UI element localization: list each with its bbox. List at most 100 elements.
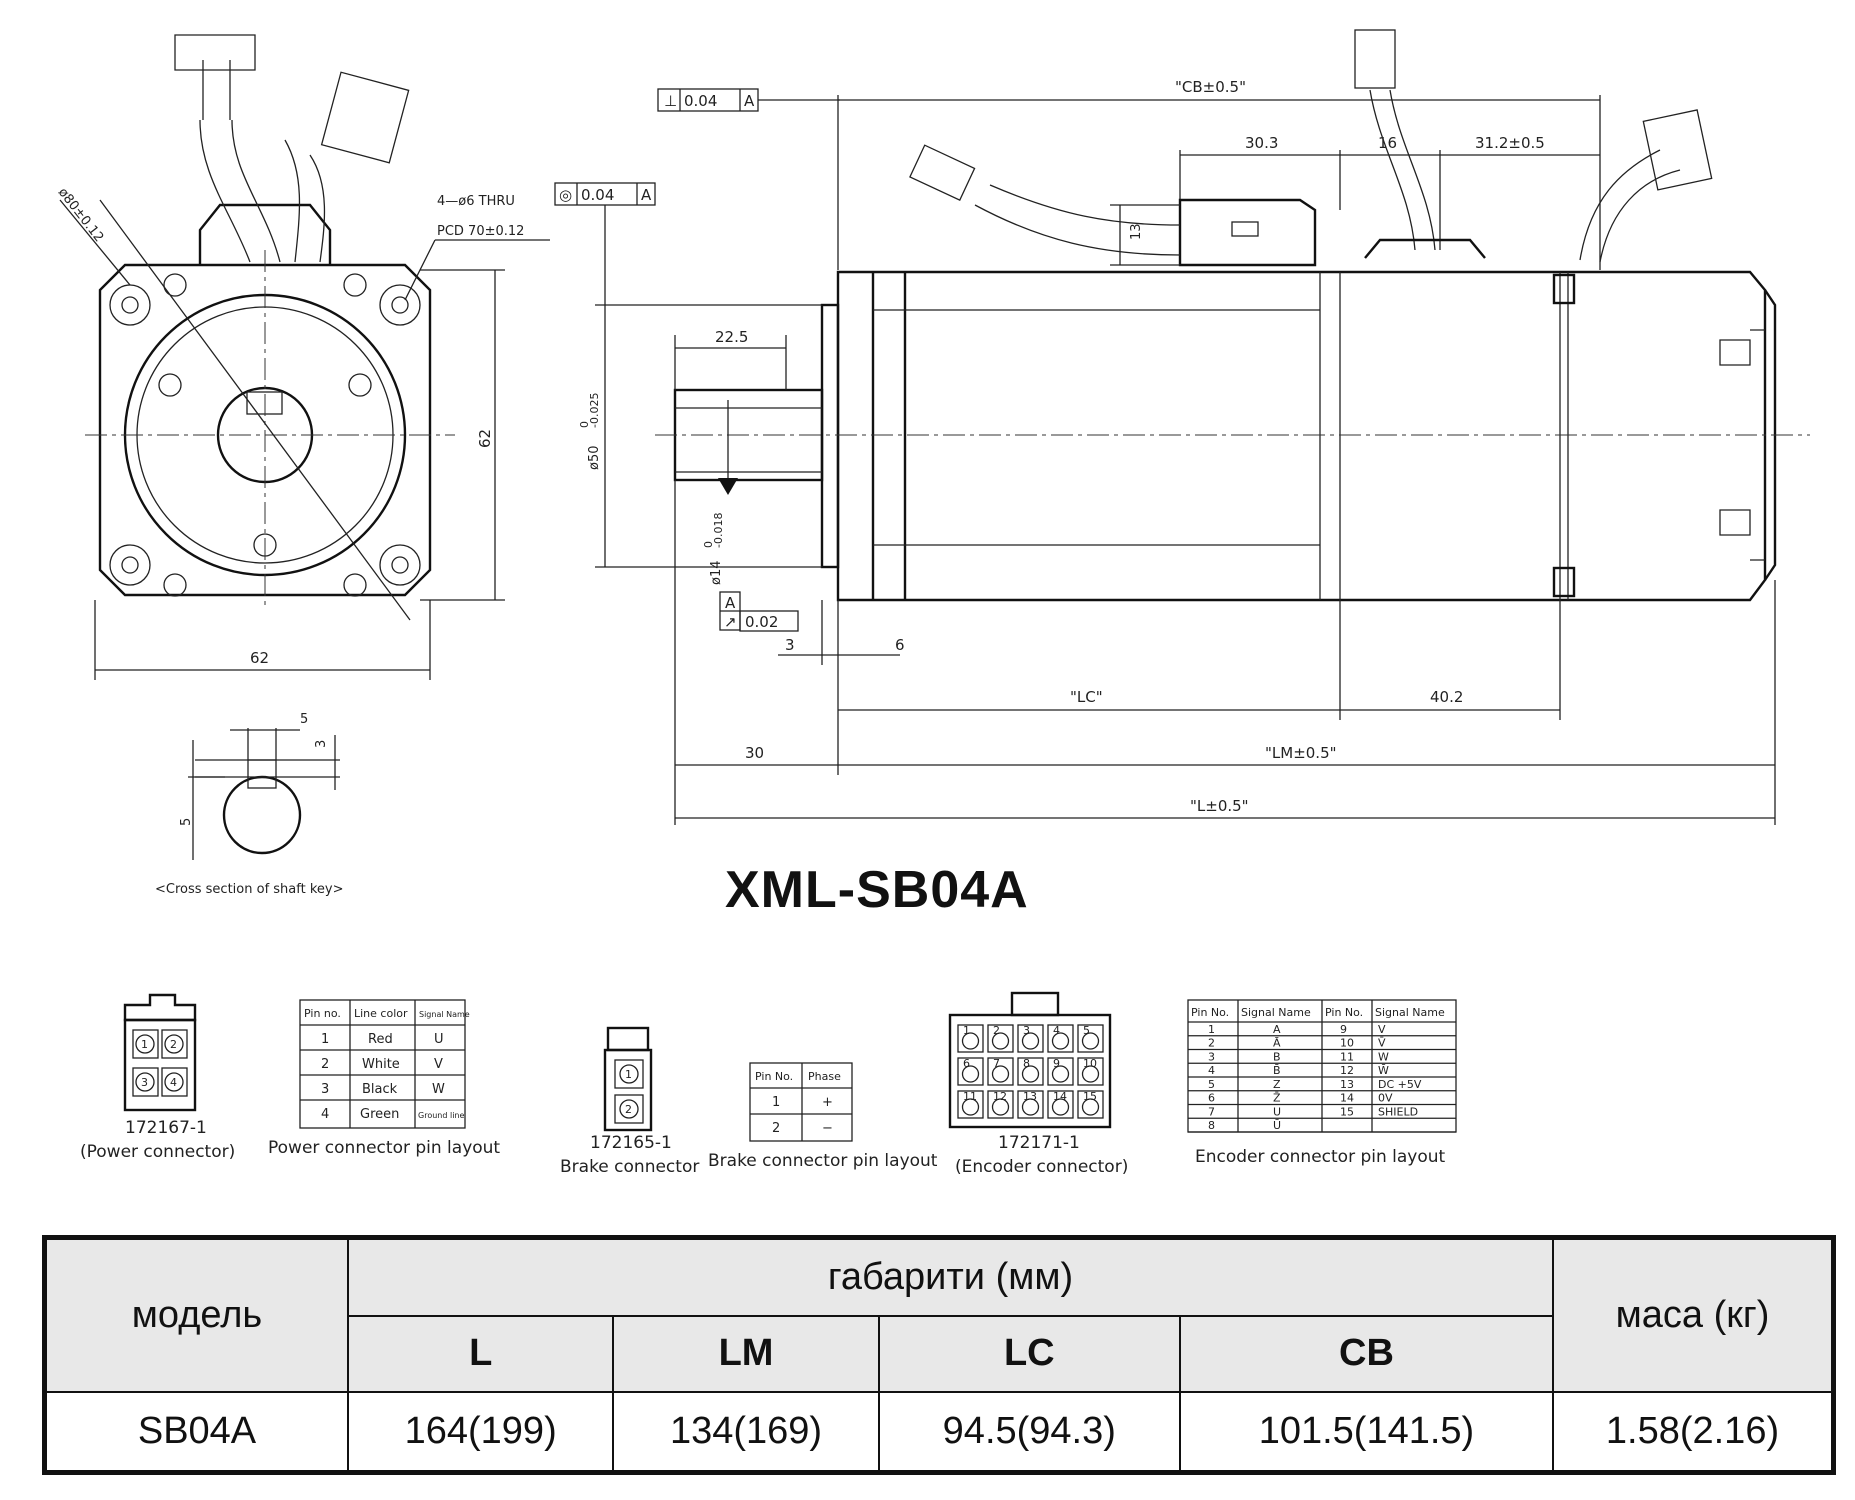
perp-tol-value: 0.04 <box>684 92 717 110</box>
encoder-table-cell: 0V <box>1378 1092 1393 1105</box>
encoder-table-cell: 8 <box>1208 1119 1215 1132</box>
dim-30-3: 30.3 <box>1245 134 1278 152</box>
encoder-pin-number: 14 <box>1053 1090 1067 1103</box>
shaft-tol-upper: 0 <box>702 541 715 548</box>
encoder-table-cell: Ā <box>1273 1037 1281 1050</box>
encoder-pin-hole <box>991 1065 1010 1083</box>
spec-col-l: L <box>346 1314 615 1393</box>
encoder-pin-number: 7 <box>993 1057 1000 1070</box>
encoder-table-cell: 2 <box>1208 1037 1215 1050</box>
brake-part-no: 172165-1 <box>590 1133 672 1153</box>
encoder-pin-cell <box>957 1090 984 1119</box>
spec-col-lm: LM <box>612 1314 880 1393</box>
encoder-part-no: 172171-1 <box>998 1133 1080 1153</box>
encoder-caption: (Encoder connector) <box>955 1157 1128 1177</box>
encoder-pin-hole <box>991 1032 1010 1050</box>
spec-dims-header: габарити (мм) <box>347 1235 1554 1317</box>
encoder-pin-hole <box>1021 1032 1040 1050</box>
front-holes-note: 4—ø6 THRU <box>437 194 515 209</box>
power-hdr-color: Line color <box>354 1007 408 1020</box>
encoder-pin-cell <box>1017 1057 1044 1086</box>
brake-table-caption: Brake connector pin layout <box>708 1151 938 1171</box>
conc-symbol: ◎ <box>559 186 572 204</box>
encoder-pin-hole <box>1081 1032 1100 1050</box>
encoder-table-cell: Z <box>1273 1078 1281 1091</box>
encoder-table-cell: 11 <box>1340 1050 1354 1063</box>
encoder-pin-number: 12 <box>993 1090 1007 1103</box>
encoder-table-cell: Z̄ <box>1273 1091 1281 1104</box>
spec-cell-mass: 1.58(2.16) <box>1552 1390 1836 1475</box>
encoder-table-cell: 5 <box>1208 1078 1215 1091</box>
brake-caption: Brake connector <box>560 1157 699 1177</box>
encoder-pin-cell <box>1047 1024 1074 1053</box>
encoder-pin-hole <box>991 1098 1010 1116</box>
power-row-signal: W <box>432 1082 445 1097</box>
power-hdr-pin: Pin no. <box>304 1007 341 1020</box>
power-row-pin: 1 <box>321 1032 329 1047</box>
encoder-pin-hole <box>961 1032 980 1050</box>
power-connector: 1 2 3 4 172167-1 (Power connector) <box>80 993 235 1162</box>
power-pin-2: 2 <box>170 1038 177 1051</box>
dim-40-2: 40.2 <box>1430 688 1463 706</box>
encoder-pin-number: 1 <box>963 1024 970 1037</box>
encoder-pin-hole <box>961 1065 980 1083</box>
encoder-table-cell: 4 <box>1208 1064 1215 1077</box>
spec-cell-l: 164(199) <box>346 1390 615 1475</box>
perp-tol-datum: A <box>744 92 755 110</box>
encoder-pin-hole <box>961 1098 980 1116</box>
runout-datum: A <box>725 594 736 612</box>
page-title: XML-SB04A <box>725 861 1029 919</box>
power-row-color: Red <box>368 1032 393 1047</box>
shaft-key-caption: <Cross section of shaft key> <box>155 882 343 897</box>
spec-model-header: модель <box>42 1235 349 1393</box>
encoder-hdr-signal: Signal Name <box>1241 1006 1311 1019</box>
front-width-dim: 62 <box>250 649 269 667</box>
spec-mass-header: маса (кг) <box>1552 1235 1836 1393</box>
flange-tol-upper: 0 <box>578 421 591 428</box>
cb-dim: "CB±0.5" <box>1175 78 1246 96</box>
encoder-pin-number: 3 <box>1023 1024 1030 1037</box>
power-table-caption: Power connector pin layout <box>268 1138 500 1158</box>
power-row-color: White <box>362 1057 400 1072</box>
encoder-pin-number: 2 <box>993 1024 1000 1037</box>
encoder-pin-number: 4 <box>1053 1024 1060 1037</box>
encoder-hdr-pin: Pin No. <box>1191 1006 1229 1019</box>
encoder-pin-hole <box>1081 1065 1100 1083</box>
spec-cell-cb: 101.5(141.5) <box>1178 1390 1555 1475</box>
encoder-pin-number: 15 <box>1083 1090 1097 1103</box>
encoder-pin-cell <box>1017 1090 1044 1119</box>
encoder-table-cell: 14 <box>1340 1092 1354 1105</box>
encoder-pin-cell <box>1047 1090 1074 1119</box>
brake-row-phase: − <box>822 1121 833 1136</box>
flange-dia: ø50 <box>587 446 602 471</box>
dim-16: 16 <box>1378 134 1397 152</box>
power-pin-4: 4 <box>170 1076 177 1089</box>
power-row-pin: 2 <box>321 1057 329 1072</box>
spec-cell-model: SB04A <box>42 1390 349 1475</box>
encoder-pin-cell <box>1047 1057 1074 1086</box>
encoder-pin-hole <box>1051 1032 1070 1050</box>
encoder-table-cell: 12 <box>1340 1064 1354 1077</box>
conc-tol-datum: A <box>641 186 652 204</box>
brake-hdr-phase: Phase <box>808 1070 841 1083</box>
encoder-table-cell: U <box>1273 1105 1281 1118</box>
encoder-table-cell: SHIELD <box>1378 1105 1418 1118</box>
encoder-pin-number: 9 <box>1053 1057 1060 1070</box>
shaft-dia: ø14 <box>709 561 724 586</box>
encoder-pin-number: 5 <box>1083 1024 1090 1037</box>
power-row-signal: U <box>434 1032 444 1047</box>
flange-tol-lower: -0.025 <box>588 393 601 428</box>
encoder-table-cell: W <box>1378 1050 1389 1063</box>
encoder-pin-cell <box>1077 1090 1104 1119</box>
shaft-tol-lower: -0.018 <box>712 513 725 548</box>
runout-symbol: ↗ <box>724 613 737 631</box>
power-row-pin: 4 <box>321 1107 329 1122</box>
encoder-pin-hole <box>1051 1098 1070 1116</box>
encoder-pin-hole <box>1051 1065 1070 1083</box>
lm-dim: "LM±0.5" <box>1265 744 1337 762</box>
spec-col-cb: CB <box>1178 1314 1555 1393</box>
encoder-pin-cell <box>1017 1024 1044 1053</box>
dim-3: 3 <box>785 636 795 654</box>
